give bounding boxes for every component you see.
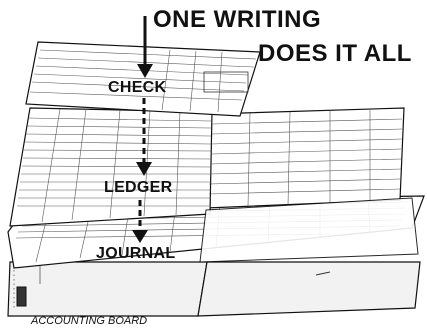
accounting-board-surface [8, 262, 207, 316]
accounting-board-right-panel [198, 262, 420, 316]
accounting-board-label: ACCOUNTING BOARD [31, 316, 147, 327]
accounting-board [8, 262, 420, 316]
board-clip [17, 287, 26, 306]
ledger-label: LEDGER [104, 180, 172, 196]
check-label: CHECK [108, 80, 166, 96]
ledger-sheet-right-panel [206, 108, 404, 208]
headline-line-2: DOES IT ALL [258, 42, 412, 66]
journal-label: JOURNAL [96, 246, 175, 262]
headline-line-1: ONE WRITING [153, 8, 321, 32]
